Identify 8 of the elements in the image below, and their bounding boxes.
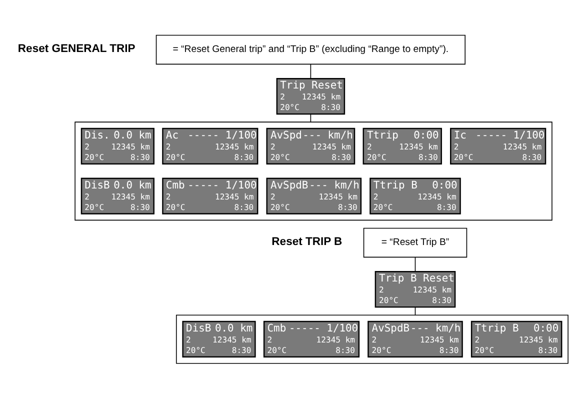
node-box: = “Reset Trip B” — [363, 228, 468, 258]
connector — [414, 256, 416, 272]
connector — [310, 64, 312, 79]
cluster — [176, 314, 568, 364]
label: Reset GENERAL TRIP — [18, 42, 136, 55]
label: Reset TRIP B — [272, 236, 342, 248]
cluster — [74, 122, 552, 221]
node-box: = “Reset General trip” and “Trip B” (excluding “Range to empty”). — [156, 34, 466, 65]
